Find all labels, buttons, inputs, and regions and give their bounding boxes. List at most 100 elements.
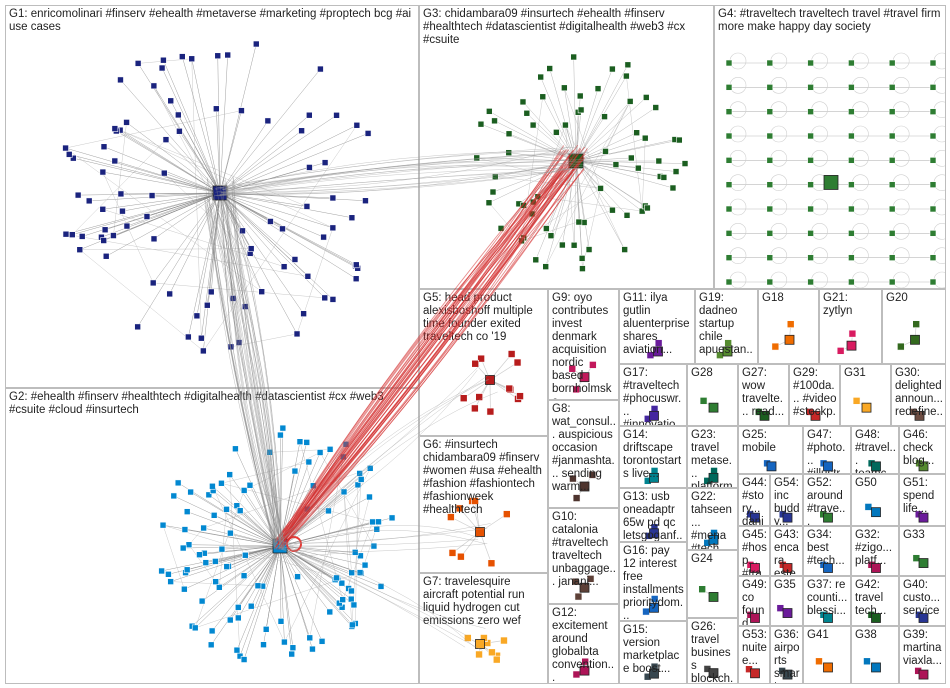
node[interactable] xyxy=(210,512,218,519)
node[interactable] xyxy=(191,624,199,632)
node[interactable] xyxy=(174,479,182,487)
node[interactable] xyxy=(471,404,479,413)
hub-node[interactable] xyxy=(722,346,733,357)
node[interactable] xyxy=(597,185,604,192)
node[interactable] xyxy=(326,608,334,616)
node[interactable] xyxy=(633,129,640,137)
node[interactable] xyxy=(570,53,577,61)
node[interactable] xyxy=(209,482,216,490)
node[interactable] xyxy=(375,518,382,526)
node[interactable] xyxy=(234,604,242,611)
node[interactable] xyxy=(807,230,814,237)
hub-node[interactable] xyxy=(782,669,793,680)
node[interactable] xyxy=(148,192,156,199)
node[interactable] xyxy=(864,503,873,511)
node[interactable] xyxy=(766,254,774,261)
hub-node[interactable] xyxy=(823,512,833,523)
node[interactable] xyxy=(214,52,222,60)
node[interactable] xyxy=(160,56,167,64)
node[interactable] xyxy=(807,254,814,261)
node[interactable] xyxy=(306,111,313,119)
node[interactable] xyxy=(267,218,274,225)
node[interactable] xyxy=(698,585,706,594)
node[interactable] xyxy=(238,107,245,114)
node[interactable] xyxy=(807,59,814,67)
node[interactable] xyxy=(339,596,346,603)
node[interactable] xyxy=(242,551,249,559)
node[interactable] xyxy=(766,108,774,115)
node[interactable] xyxy=(807,84,814,91)
node[interactable] xyxy=(316,449,324,456)
node[interactable] xyxy=(547,232,555,239)
node[interactable] xyxy=(539,93,547,101)
node[interactable] xyxy=(579,265,586,272)
node[interactable] xyxy=(485,199,493,207)
node[interactable] xyxy=(725,157,733,164)
node[interactable] xyxy=(586,575,595,583)
node[interactable] xyxy=(848,278,855,286)
node[interactable] xyxy=(117,190,125,198)
hub-node[interactable] xyxy=(861,402,872,413)
hub-node[interactable] xyxy=(649,668,659,679)
node[interactable] xyxy=(487,559,496,568)
node[interactable] xyxy=(62,230,70,238)
node[interactable] xyxy=(766,205,774,213)
node[interactable] xyxy=(364,130,372,137)
node[interactable] xyxy=(233,646,241,654)
node[interactable] xyxy=(516,392,524,400)
node[interactable] xyxy=(621,246,628,253)
node[interactable] xyxy=(264,117,272,125)
node[interactable] xyxy=(388,514,396,522)
node[interactable] xyxy=(848,205,855,213)
node[interactable] xyxy=(277,618,285,625)
node[interactable] xyxy=(507,350,516,358)
node[interactable] xyxy=(888,84,896,91)
node[interactable] xyxy=(489,188,497,196)
node[interactable] xyxy=(929,181,937,188)
node[interactable] xyxy=(848,132,855,140)
node[interactable] xyxy=(459,394,468,402)
hub-node[interactable] xyxy=(918,558,929,568)
node[interactable] xyxy=(150,82,158,90)
node[interactable] xyxy=(776,604,785,612)
node[interactable] xyxy=(577,106,585,114)
node[interactable] xyxy=(537,73,544,81)
hub-node[interactable] xyxy=(708,592,719,602)
node[interactable] xyxy=(766,59,774,67)
node[interactable] xyxy=(167,97,175,105)
node[interactable] xyxy=(725,59,733,67)
node[interactable] xyxy=(159,521,167,529)
node[interactable] xyxy=(340,488,348,496)
hub-node[interactable] xyxy=(708,534,719,545)
node[interactable] xyxy=(448,549,457,557)
node[interactable] xyxy=(929,230,937,237)
node[interactable] xyxy=(305,458,313,466)
hub-node[interactable] xyxy=(782,563,793,573)
node[interactable] xyxy=(303,203,311,210)
node[interactable] xyxy=(576,92,584,100)
node[interactable] xyxy=(581,657,589,666)
hub-node[interactable] xyxy=(782,608,793,618)
node[interactable] xyxy=(175,111,182,119)
node[interactable] xyxy=(352,261,360,269)
node[interactable] xyxy=(320,233,327,241)
node[interactable] xyxy=(929,59,937,67)
node[interactable] xyxy=(74,191,82,199)
node[interactable] xyxy=(807,278,814,286)
node[interactable] xyxy=(519,98,527,106)
node[interactable] xyxy=(183,566,191,574)
node[interactable] xyxy=(291,256,299,263)
node[interactable] xyxy=(766,230,774,237)
node[interactable] xyxy=(304,273,312,280)
node[interactable] xyxy=(624,61,632,69)
node[interactable] xyxy=(585,246,593,253)
node[interactable] xyxy=(888,205,896,213)
node[interactable] xyxy=(562,121,569,129)
node[interactable] xyxy=(198,334,205,342)
hub-node[interactable] xyxy=(649,410,659,421)
node[interactable] xyxy=(852,397,861,405)
node[interactable] xyxy=(289,644,297,652)
node[interactable] xyxy=(111,157,119,165)
node[interactable] xyxy=(240,656,248,663)
node[interactable] xyxy=(725,132,733,140)
